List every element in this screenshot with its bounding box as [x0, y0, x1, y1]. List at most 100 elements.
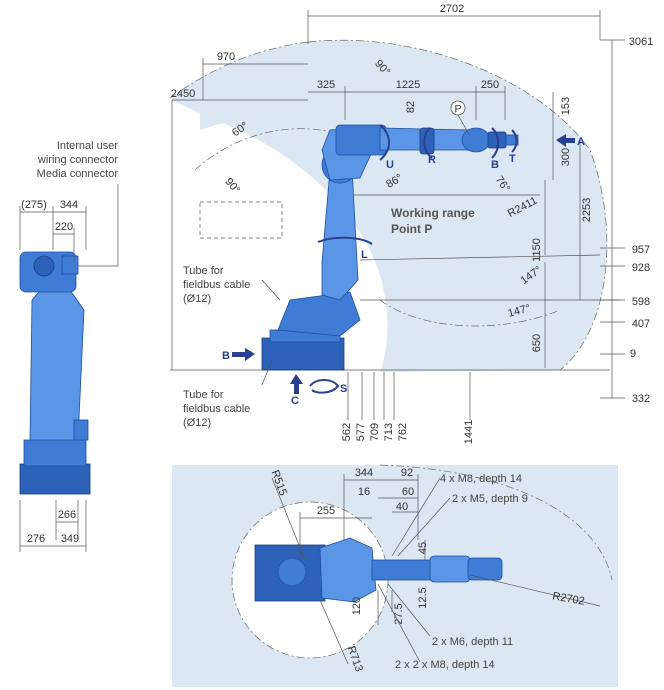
dim-970: 970 [217, 51, 235, 63]
angle-90-left: 90° [222, 176, 242, 196]
dim-r2702: R2702 [552, 590, 586, 607]
dim-220: 220 [55, 221, 73, 233]
angle-147-b: 147° [507, 302, 532, 319]
dim-332: 332 [632, 393, 650, 405]
axis-label-r: R [428, 154, 436, 166]
dim-349: 349 [61, 533, 79, 545]
tube-label-1-line3: (Ø12) [183, 293, 211, 305]
note-4xm8: 4 x M8, depth 14 [440, 473, 522, 485]
dim-2702: 2702 [440, 3, 464, 15]
axis-label-b-wrist: B [491, 159, 499, 171]
dim-2253: 2253 [581, 198, 593, 222]
dim-577: 577 [355, 423, 367, 441]
dim-1441: 1441 [463, 420, 475, 444]
rotation-arc-t [511, 129, 518, 153]
connector-label-line3: Media connector [37, 168, 119, 180]
robot-top-view [254, 537, 503, 603]
dim-713: 713 [383, 423, 395, 441]
working-range-title: Working range [391, 206, 475, 220]
dim-255: 255 [317, 505, 335, 517]
dim-276: 276 [27, 533, 45, 545]
dim-344-front: 344 [60, 199, 78, 211]
robot-front-view [19, 251, 91, 495]
dim-82: 82 [405, 101, 417, 113]
dim-762: 762 [397, 423, 409, 441]
note-2xm6: 2 x M6, depth 11 [432, 636, 513, 648]
tube-label-1-line1: Tube for [183, 265, 224, 277]
dim-275: (275) [21, 199, 47, 211]
inner-limit-arc [194, 128, 371, 171]
working-range-point: Point P [391, 222, 432, 236]
dim-60: 60 [402, 486, 414, 498]
top-view-reach-arc [379, 464, 613, 581]
working-range-outer-arc [307, 39, 608, 371]
robot-side-view [261, 124, 519, 371]
dim-1150: 1150 [531, 238, 543, 262]
dim-3061: 3061 [629, 36, 653, 48]
axis-label-s: S [340, 383, 347, 395]
rotation-arc-b [491, 127, 499, 159]
reach-line-2 [359, 254, 601, 261]
dim-250: 250 [481, 79, 499, 91]
tube-label-1-leader [261, 279, 281, 301]
arrow-b-icon [232, 348, 255, 361]
dim-lines-bottom [170, 369, 610, 420]
rotation-arc-r [423, 127, 433, 159]
note-2x2xm8: 2 x 2 x M8, depth 14 [395, 659, 495, 671]
tube-label-2-line1: Tube for [183, 389, 224, 401]
dim-1225: 1225 [396, 79, 420, 91]
outline-rect [199, 201, 283, 239]
dim-40: 40 [396, 501, 408, 513]
dim-709: 709 [369, 423, 381, 441]
dim-266: 266 [58, 509, 76, 521]
dim-2450: 2450 [171, 88, 195, 100]
tube-label-2-leader [261, 359, 273, 386]
connector-label-line1: Internal user [57, 140, 118, 152]
dim-562: 562 [341, 423, 353, 441]
point-p-leader [457, 114, 471, 137]
dim-650: 650 [531, 334, 543, 352]
axis-label-a: A [577, 136, 585, 148]
rotation-arc-u [379, 124, 390, 161]
tube-label-2-line2: fieldbus cable [183, 403, 250, 415]
front-dim-lines [19, 206, 87, 552]
axis-label-c: C [291, 395, 299, 407]
dim-120: 120 [351, 597, 363, 615]
dim-928: 928 [632, 262, 650, 274]
dim-9: 9 [630, 348, 636, 360]
dim-407: 407 [632, 318, 650, 330]
dim-45: 45 [417, 542, 429, 554]
axis-label-u: U [386, 159, 394, 171]
arrow-c-icon [290, 374, 303, 394]
point-p-label: P [454, 103, 461, 115]
axis-label-b-base: B [222, 350, 230, 362]
note-2xm5: 2 x M5, depth 9 [452, 493, 528, 505]
dim-16: 16 [358, 486, 370, 498]
tube-label-2-line3: (Ø12) [183, 417, 211, 429]
dim-12-5: 12.5 [417, 587, 429, 608]
dim-957: 957 [632, 244, 650, 256]
rotation-arc-l [317, 236, 373, 245]
arrow-a-icon [556, 134, 575, 147]
lower-limit-arc [379, 299, 561, 327]
dim-153: 153 [560, 97, 572, 115]
dim-lines-top [171, 10, 601, 370]
tube-label-1-line2: fieldbus cable [183, 279, 250, 291]
dim-92: 92 [401, 467, 413, 479]
dim-598: 598 [632, 296, 650, 308]
dim-lines-right [544, 39, 625, 399]
dim-300: 300 [560, 148, 572, 166]
working-range-left-arc [169, 41, 309, 99]
dim-344-top: 344 [355, 467, 373, 479]
connector-label-line2: wiring connector [37, 154, 118, 166]
rotation-arc-s [309, 379, 340, 394]
connector-leader [78, 184, 119, 267]
dim-325: 325 [317, 79, 335, 91]
dim-27-5: 27.5 [393, 603, 405, 624]
top-dim-lines [299, 474, 426, 625]
top-leaders [271, 477, 601, 665]
working-range-area [170, 40, 607, 373]
axis-label-l: L [361, 249, 368, 261]
axis-label-t: T [509, 153, 516, 165]
